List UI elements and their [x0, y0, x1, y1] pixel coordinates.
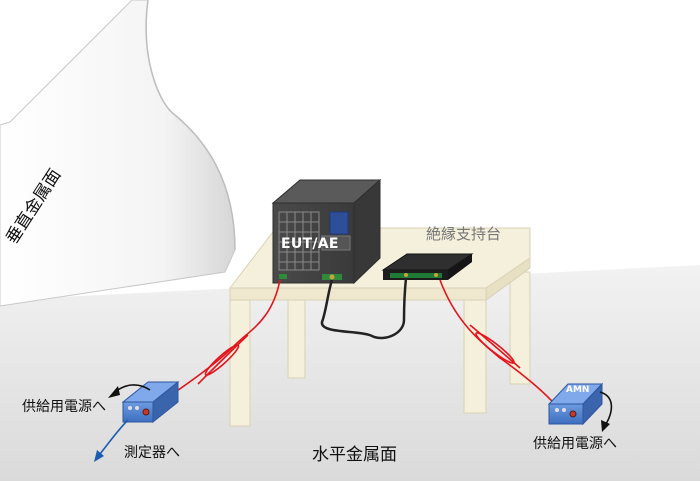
power-supply-left-label: 供給用電源へ	[22, 399, 106, 415]
arrow-right-power	[599, 391, 613, 432]
interconnect-cable	[320, 277, 408, 340]
associated-equipment-box	[381, 253, 474, 280]
insulating-support-label: 絶縁支持台	[426, 225, 502, 243]
table-top-side-edge	[485, 257, 531, 301]
measurement-label: 測定器へ	[124, 445, 180, 461]
vertical-plane-edge	[145, 0, 236, 251]
power-supply-right-label: 供給用電源へ	[533, 436, 617, 452]
horizontal-plane-label: 水平金属面	[312, 445, 397, 465]
red-cable-right	[439, 279, 561, 411]
arrow-left-power	[108, 384, 151, 398]
arrow-measurement	[94, 419, 129, 462]
amn-right	[547, 382, 604, 426]
amn-left	[121, 380, 180, 424]
eut-box	[271, 178, 382, 285]
amn-label: AMN	[566, 385, 590, 395]
eut-label: EUT/AE	[281, 236, 339, 252]
vertical-ground-plane	[0, 0, 236, 307]
